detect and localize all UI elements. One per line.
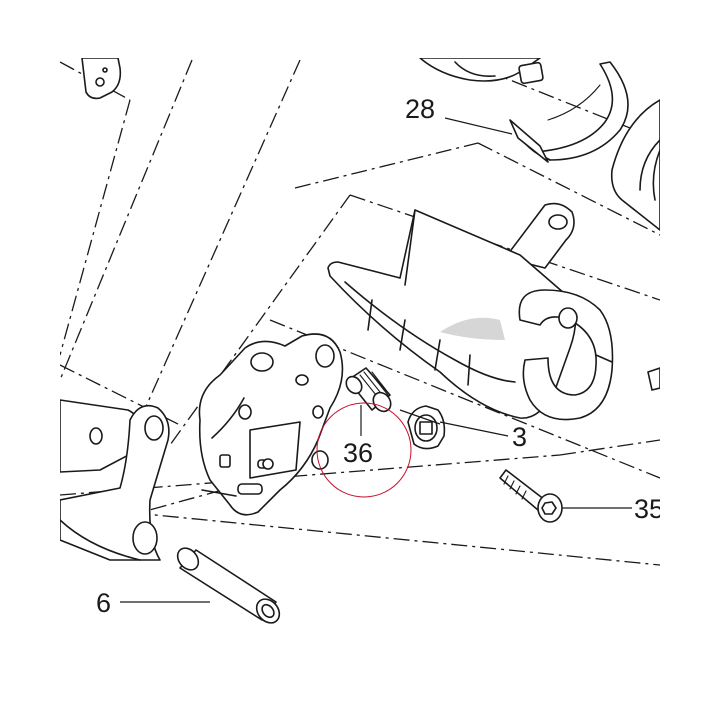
cradle-handle — [327, 202, 660, 421]
part-36-threaded-insert — [345, 367, 392, 413]
part-6-tube — [176, 547, 281, 624]
right-housing — [610, 99, 660, 231]
callout-36: 36 — [343, 438, 373, 468]
mounting-plate — [198, 333, 344, 516]
leader-lines — [120, 117, 632, 603]
hose-clamp-part — [419, 58, 629, 163]
callout-28: 28 — [405, 94, 435, 124]
top-left-bracket — [81, 58, 122, 100]
part-35-screw — [499, 469, 563, 523]
left-frame — [60, 399, 170, 561]
callout-6: 6 — [96, 588, 111, 618]
callout-35: 35 — [634, 494, 664, 524]
callout-3: 3 — [512, 422, 527, 452]
part-3-nut — [407, 405, 446, 450]
highlight-circle — [316, 402, 412, 498]
